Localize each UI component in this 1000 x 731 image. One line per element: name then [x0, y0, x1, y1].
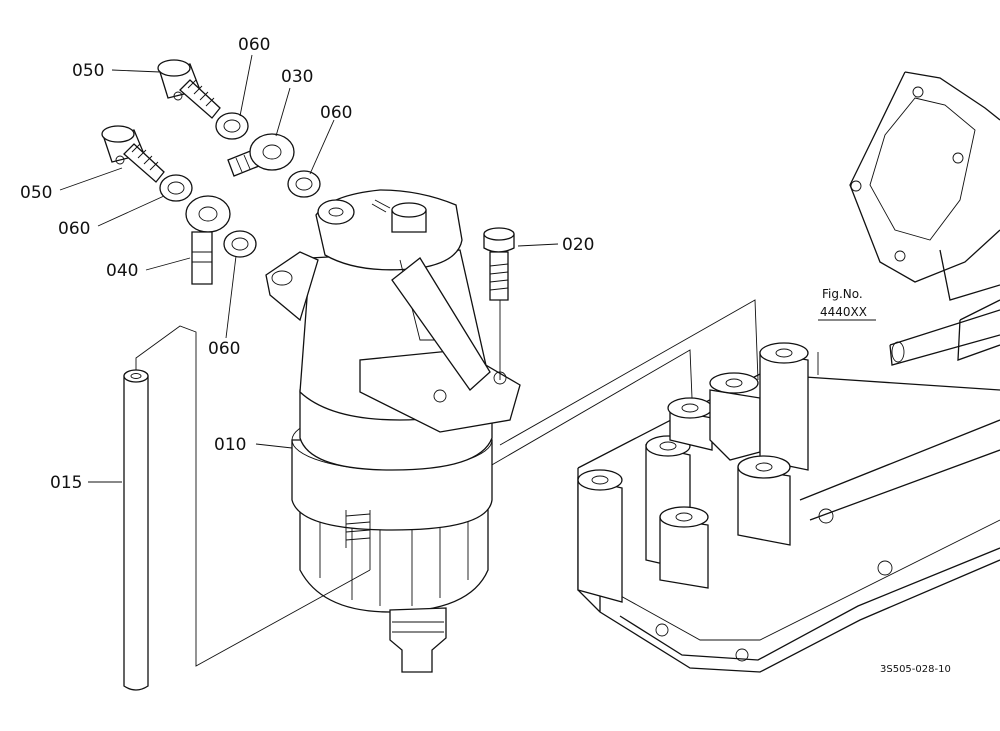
banjo-bolt-icon [157, 59, 221, 119]
part-label-030: 030 [281, 67, 313, 87]
figure-ref-line2: 4440XX [820, 305, 867, 319]
fuel-filter-icon [265, 189, 521, 673]
manifold-boss [709, 372, 761, 461]
washer-icon [223, 230, 257, 258]
part-label-060: 060 [320, 103, 352, 123]
part-label-040: 040 [106, 261, 138, 281]
manifold-boss [737, 455, 791, 546]
part-label-060: 060 [208, 339, 240, 359]
engine-manifold-drawing [577, 71, 1000, 673]
part-label-010: 010 [214, 435, 246, 455]
flange-bolt-icon [483, 227, 515, 301]
leader-line [499, 299, 759, 446]
manifold-boss [667, 397, 713, 451]
label-leaders [59, 54, 559, 483]
figure-ref-line1: Fig.No. [822, 287, 863, 301]
fuel-hose-icon [123, 369, 149, 691]
banjo-bolt-icon [101, 125, 165, 183]
part-label-015: 015 [50, 473, 82, 493]
part-label-050: 050 [20, 183, 52, 203]
drawing-code: 3S505-028-10 [880, 664, 951, 675]
manifold-boss [759, 342, 809, 471]
manifold-boss [659, 506, 709, 589]
part-label-060: 060 [58, 219, 90, 239]
part-label-060: 060 [238, 35, 270, 55]
manifold-boss [577, 469, 623, 603]
washer-icon [287, 170, 321, 198]
elbow-fitting-icon [185, 195, 231, 285]
part-label-050: 050 [72, 61, 104, 81]
washer-icon [215, 112, 249, 140]
washer-icon [159, 174, 193, 202]
banjo-fitting-icon [227, 133, 295, 177]
part-label-020: 020 [562, 235, 594, 255]
leader-line [135, 325, 371, 667]
